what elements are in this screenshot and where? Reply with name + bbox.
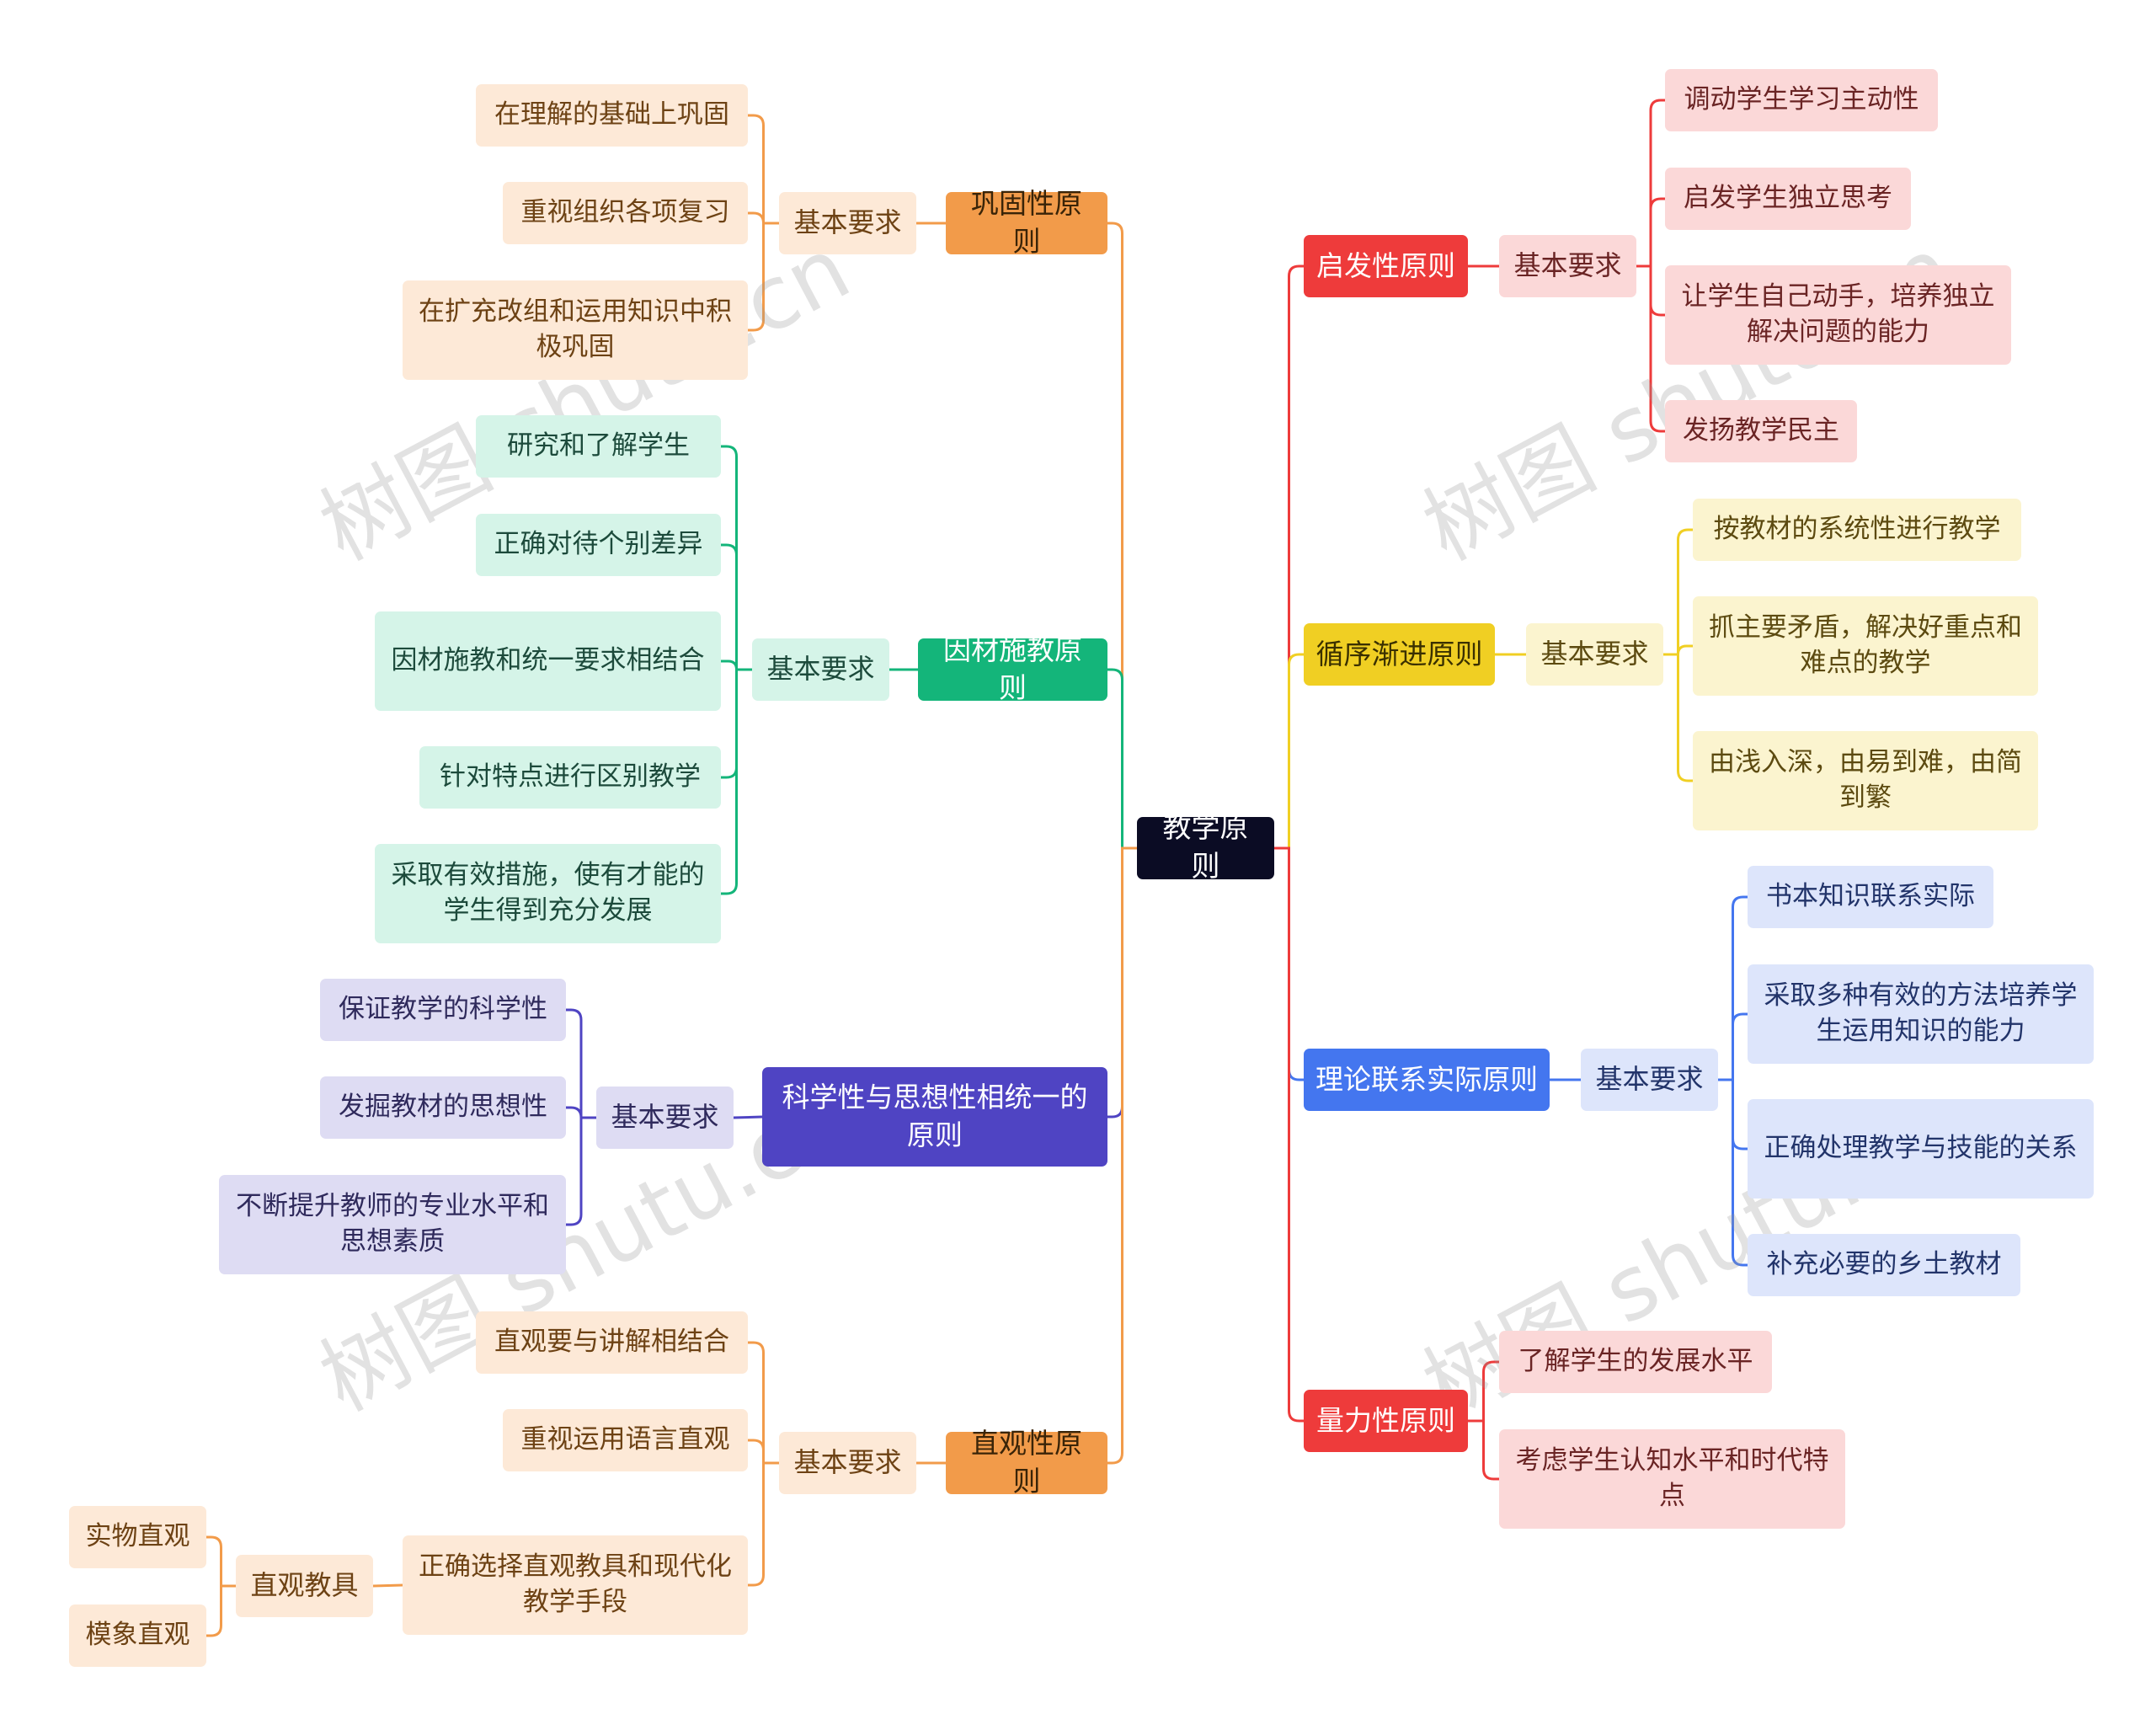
connector-line [1274, 264, 1304, 850]
main-node-lilun[interactable]: 理论联系实际原则 [1304, 1049, 1550, 1111]
connector-line [1468, 1419, 1499, 1481]
req-node-lilun[interactable]: 基本要求 [1581, 1049, 1718, 1111]
req-node-zhiguan[interactable]: 基本要求 [779, 1432, 916, 1494]
connector-line [721, 543, 752, 671]
connector-line [748, 1439, 779, 1465]
leaf-node[interactable]: 研究和了解学生 [476, 415, 721, 478]
leaf-node[interactable]: 由浅入深，由易到难，由简到繁 [1693, 731, 2038, 830]
tool-node-zhiguan[interactable]: 直观教具 [236, 1555, 373, 1617]
connector-line [1107, 668, 1137, 850]
connector-line [748, 1341, 779, 1465]
connector-line [1718, 1078, 1748, 1267]
leaf-node[interactable]: 让学生自己动手，培养独立解决问题的能力 [1665, 265, 2011, 365]
leaf-node[interactable]: 直观要与讲解相结合 [476, 1311, 748, 1374]
leaf-node[interactable]: 正确处理教学与技能的关系 [1748, 1099, 2094, 1199]
leaf-node[interactable]: 采取有效措施，使有才能的学生得到充分发展 [375, 844, 721, 943]
leaf-node[interactable]: 在理解的基础上巩固 [476, 84, 748, 147]
connector-line [1274, 653, 1304, 850]
leaf-node[interactable]: 因材施教和统一要求相结合 [375, 611, 721, 711]
connector-line [721, 445, 752, 671]
connector-line [372, 1583, 403, 1588]
leaf-node[interactable]: 了解学生的发展水平 [1499, 1331, 1772, 1393]
main-node-xunxu[interactable]: 循序渐进原则 [1304, 623, 1495, 686]
req-node-yincai[interactable]: 基本要求 [752, 638, 889, 701]
leaf-node[interactable]: 启发学生独立思考 [1665, 168, 1911, 230]
main-node-yincai[interactable]: 因材施教原则 [918, 633, 1107, 704]
main-node-gonggu[interactable]: 巩固性原则 [946, 187, 1107, 258]
connector-line [1663, 653, 1693, 782]
main-node-kexue[interactable]: 科学性与思想性相统一的原则 [762, 1067, 1107, 1167]
connector-line [748, 1461, 779, 1587]
leaf-node[interactable]: 针对特点进行区别教学 [419, 746, 721, 809]
main-node-qifa[interactable]: 启发性原则 [1304, 235, 1468, 297]
connector-line [566, 1008, 596, 1119]
leaf-node[interactable]: 补充必要的乡土教材 [1748, 1234, 2020, 1296]
connector-line [1468, 1360, 1499, 1423]
connector-line [206, 1535, 236, 1588]
leaf-node[interactable]: 保证教学的科学性 [320, 979, 566, 1041]
connector-line [1107, 846, 1137, 1465]
main-node-liangli[interactable]: 量力性原则 [1304, 1390, 1468, 1452]
connector-line [1636, 99, 1665, 268]
root-node[interactable]: 教学原则 [1137, 811, 1274, 884]
leaf-node[interactable]: 模象直观 [69, 1605, 206, 1667]
connector-line [1718, 1012, 1748, 1081]
leaf-node[interactable]: 书本知识联系实际 [1748, 866, 1993, 928]
connector-line [1663, 528, 1693, 656]
leaf-node[interactable]: 重视运用语言直观 [503, 1409, 748, 1471]
connector-line [721, 668, 752, 895]
req-node-xunxu[interactable]: 基本要求 [1526, 623, 1663, 686]
main-node-zhiguan[interactable]: 直观性原则 [946, 1427, 1107, 1498]
connector-line [206, 1584, 236, 1637]
connector-line [1636, 264, 1665, 433]
connector-line [1718, 895, 1748, 1081]
connector-line [748, 222, 779, 332]
connector-line [733, 1115, 763, 1119]
leaf-node[interactable]: 在扩充改组和运用知识中积极巩固 [403, 280, 748, 380]
connector-line [566, 1116, 596, 1226]
req-node-kexue[interactable]: 基本要求 [596, 1087, 734, 1149]
leaf-node[interactable]: 考虑学生认知水平和时代特点 [1499, 1429, 1845, 1529]
leaf-node[interactable]: 调动学生学习主动性 [1665, 69, 1938, 131]
leaf-node[interactable]: 实物直观 [69, 1506, 206, 1568]
req-node-qifa[interactable]: 基本要求 [1499, 235, 1636, 297]
leaf-node[interactable]: 采取多种有效的方法培养学生运用知识的能力 [1748, 964, 2094, 1064]
leaf-node[interactable]: 发掘教材的思想性 [320, 1076, 566, 1139]
leaf-node[interactable]: 正确对待个别差异 [476, 514, 721, 576]
leaf-node[interactable]: 重视组织各项复习 [503, 182, 748, 244]
req-node-gonggu[interactable]: 基本要求 [779, 192, 916, 254]
leaf-node[interactable]: 正确选择直观教具和现代化教学手段 [403, 1535, 748, 1635]
leaf-node[interactable]: 抓主要矛盾，解决好重点和难点的教学 [1693, 596, 2038, 696]
connector-line [748, 114, 779, 225]
leaf-node[interactable]: 不断提升教师的专业水平和思想素质 [219, 1175, 566, 1274]
leaf-node[interactable]: 按教材的系统性进行教学 [1693, 499, 2021, 561]
leaf-node[interactable]: 发扬教学民主 [1665, 400, 1857, 462]
connector-line [1636, 197, 1665, 268]
connector-line [1107, 222, 1137, 850]
connector-line [1274, 846, 1304, 1423]
